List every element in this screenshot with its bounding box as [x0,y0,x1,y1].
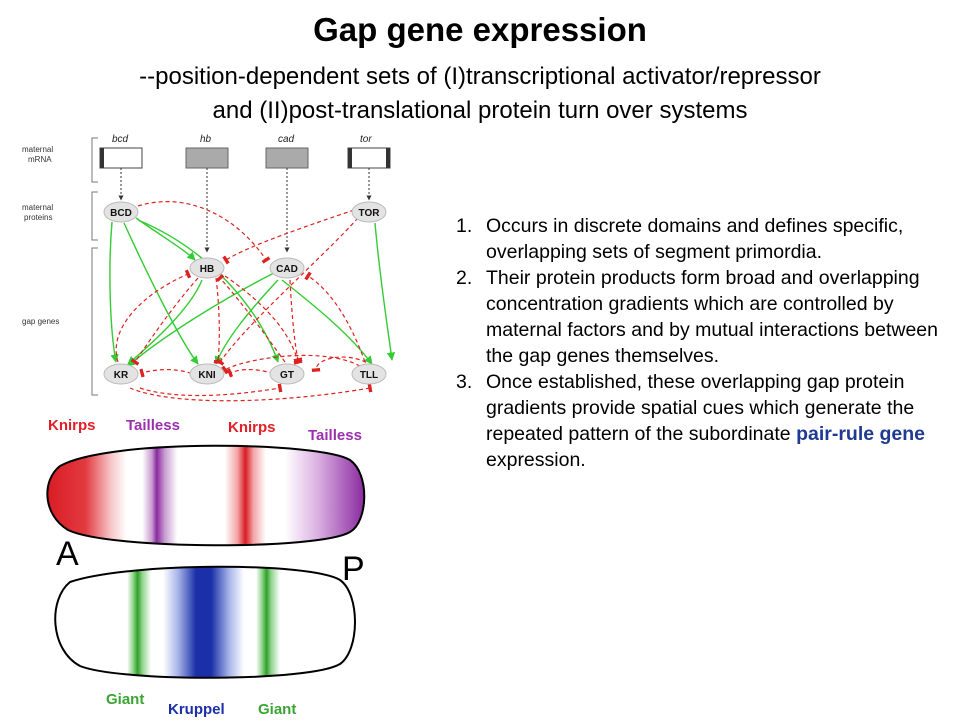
mrna-labels: bcd hb cad tor [112,134,372,145]
label-kruppel: Kruppel [168,701,225,718]
node-cad-label: CAD [276,264,298,275]
mrna-box-hb [185,147,229,169]
point-text: Occurs in discrete domains and defines s… [486,215,904,263]
node-tor-label: TOR [359,208,381,219]
embryo-expression-illustration: Knirps Tailless Knirps Tailless A P Gian… [46,417,366,718]
slide-subtitle: --position-dependent sets of (I)transcri… [20,60,940,128]
node-bcd-label: BCD [110,208,132,219]
label-giant-1: Giant [106,691,144,708]
row-label-gap-genes: gap genes [22,317,59,326]
node-hb-label: HB [200,264,214,275]
slide-title: Gap gene expression [313,11,647,48]
bottom-embryo-labels: Giant Kruppel Giant [106,691,296,718]
node-kr [103,363,139,385]
row-label-maternal-proteins-2: proteins [24,213,52,222]
mrna-label-cad: cad [278,134,295,145]
point-text: Their protein products form broad and ov… [486,267,938,367]
subtitle-line-2: and (II)post-translational protein turn … [212,97,748,124]
point-number: 1. [456,215,473,237]
label-tailless-2: Tailless [308,427,362,444]
node-tor [351,201,387,223]
mrna-label-bcd: bcd [112,134,129,145]
point-text-after: expression. [486,449,586,471]
mrna-box-cad [265,147,309,169]
mrna-label-tor: tor [360,134,372,145]
mrna-box-tor [347,147,391,169]
row-label-maternal-mrna-2: mRNA [28,155,52,164]
point-number: 2. [456,267,473,289]
gap-gene-network-diagram: maternal mRNA maternal proteins gap gene… [22,134,396,402]
activation-edges [109,217,396,367]
mrna-box-tor-edge-right [386,148,390,168]
row-label-maternal-mrna-1: maternal [22,145,53,154]
label-tailless-1: Tailless [126,417,180,434]
mrna-boxes [99,147,391,169]
embryo-knirps-tailless [46,444,366,547]
embryo-giant-kruppel [54,565,356,679]
node-bcd [103,201,139,223]
key-points-list: 1. Occurs in discrete domains and define… [448,213,938,473]
row-brackets [91,137,98,396]
mrna-box-tor-edge-left [348,148,352,168]
node-kni [189,363,225,385]
node-gt-label: GT [280,370,294,381]
point-item: 1. Occurs in discrete domains and define… [448,213,938,265]
node-gt [269,363,305,385]
translation-arrows [118,168,372,253]
row-labels: maternal mRNA maternal proteins gap gene… [22,145,59,326]
point-item: 2. Their protein products form broad and… [448,265,938,369]
node-cad [269,257,305,279]
mrna-box-bcd [99,147,143,169]
node-tll-label: TLL [360,370,378,381]
label-knirps-1: Knirps [48,417,96,434]
anterior-label: A [56,535,79,573]
node-kr-label: KR [114,370,129,381]
row-label-maternal-proteins-1: maternal [22,203,53,212]
mrna-box-bcd-edge [100,148,104,168]
node-tll [351,363,387,385]
network-nodes: BCD TOR HB CAD KR KNI GT TLL [103,201,387,385]
repression-edges [115,201,373,402]
top-embryo-labels: Knirps Tailless Knirps Tailless [48,417,362,444]
pair-rule-gene-highlight: pair-rule gene [796,423,926,445]
subtitle-line-1: --position-dependent sets of (I)transcri… [139,63,821,90]
label-knirps-2: Knirps [228,419,276,436]
node-hb [189,257,225,279]
node-kni-label: KNI [198,370,215,381]
mrna-label-hb: hb [200,134,212,145]
posterior-label: P [342,550,365,588]
label-giant-2: Giant [258,701,296,718]
point-number: 3. [456,371,473,393]
point-text-before: Once established, these overlapping gap … [486,371,915,445]
point-item: 3. Once established, these overlapping g… [448,369,938,473]
